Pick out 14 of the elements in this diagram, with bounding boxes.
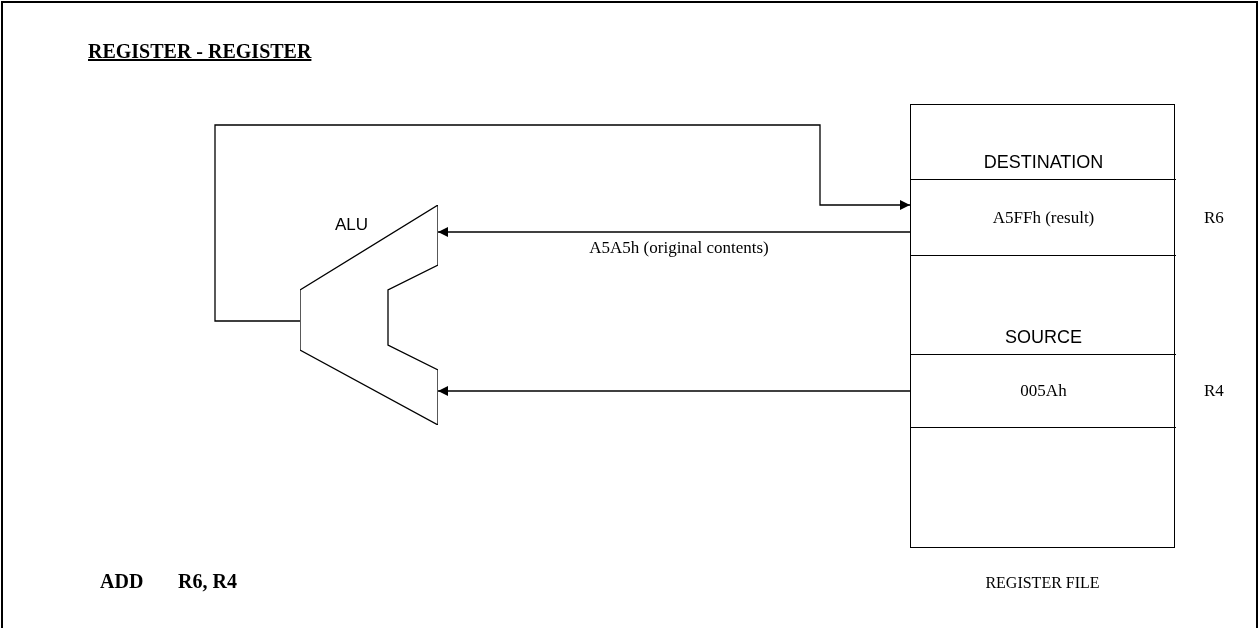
alu-block <box>300 205 438 425</box>
register-heading: DESTINATION <box>983 152 1104 173</box>
alu-label: ALU <box>335 215 369 235</box>
register-value: A5FFh (result) <box>992 207 1095 228</box>
instruction-text: R6, R4 <box>178 570 237 593</box>
register-heading: SOURCE <box>1005 327 1082 348</box>
arrow <box>214 124 911 322</box>
edge-label: A5A5h (original contents) <box>587 238 771 258</box>
register-file-caption: REGISTER FILE <box>985 574 1100 592</box>
instruction-text: ADD <box>100 570 144 593</box>
diagram-title: REGISTER - REGISTER <box>88 40 312 63</box>
register-name: R4 <box>1204 381 1224 401</box>
register-value: 005Ah <box>1020 381 1067 401</box>
register-name: R6 <box>1204 207 1224 228</box>
